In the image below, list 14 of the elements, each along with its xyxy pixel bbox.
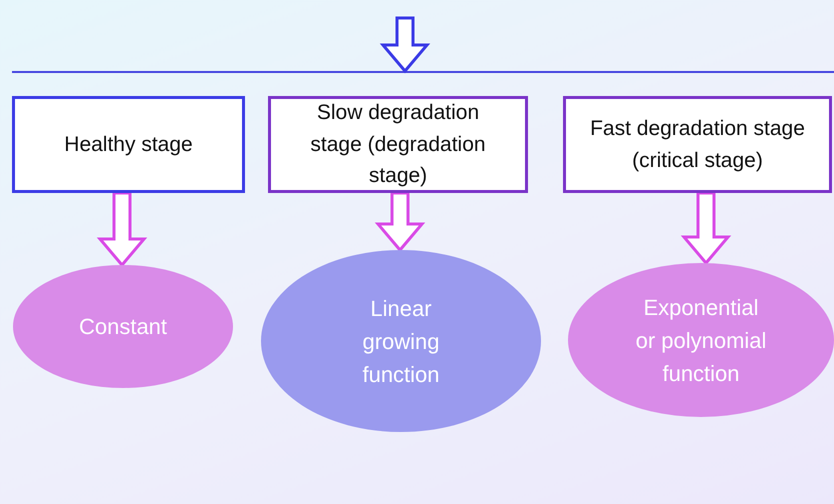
hollow-arrow [96, 192, 148, 268]
function-label: Exponential or polynomial function [634, 294, 768, 388]
function-label: Constant [78, 313, 168, 341]
stage-box [268, 96, 528, 193]
horizontal-line [12, 71, 834, 73]
stage-box [563, 96, 832, 193]
function-label: Linear growing function [361, 294, 441, 388]
hollow-arrow [380, 16, 430, 74]
stage-label: Fast degradation stage (critical stage) [589, 116, 806, 174]
hollow-arrow [680, 192, 732, 266]
stage-box [12, 96, 245, 193]
stage-label: Slow degradation stage (degradation stage) [309, 100, 487, 190]
hollow-arrow [374, 192, 426, 252]
stage-label: Healthy stage [64, 132, 193, 158]
